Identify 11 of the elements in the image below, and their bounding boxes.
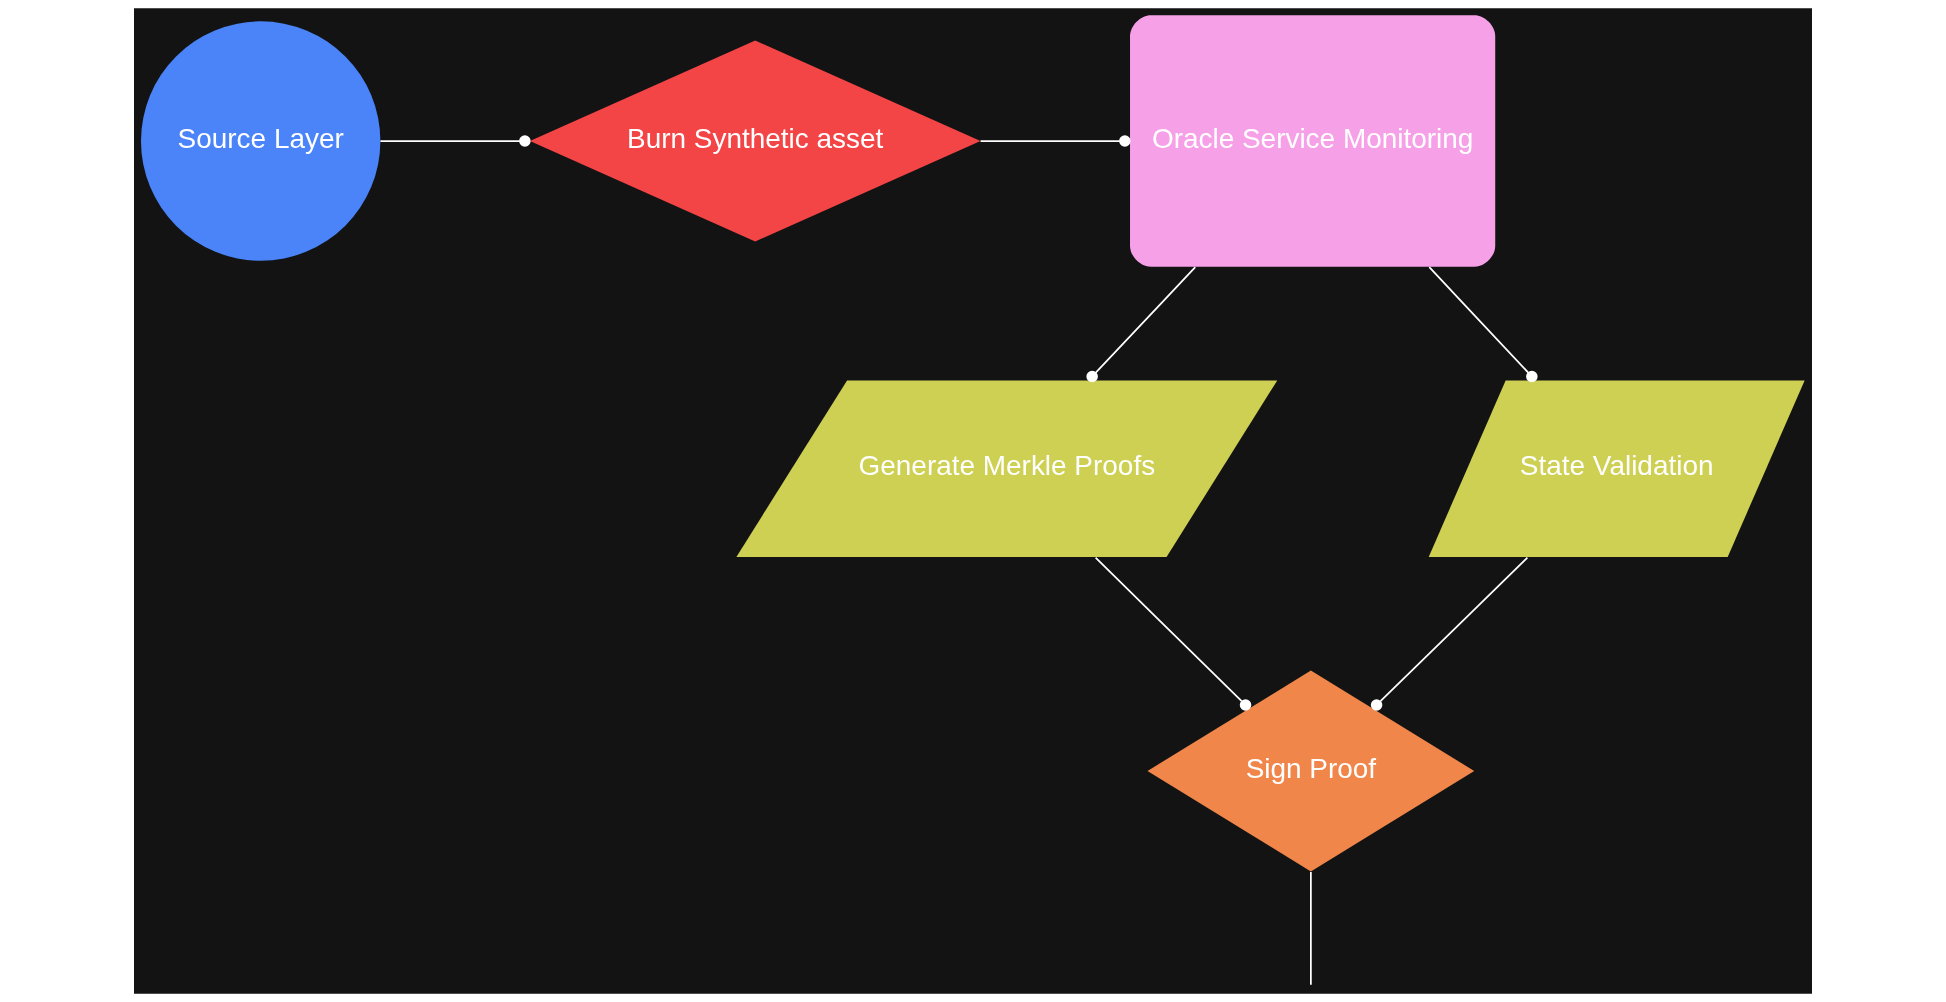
connector [379,135,531,147]
node-box: Oracle Service Monitoring [1130,15,1496,267]
connector [1094,556,1252,711]
node-circle: Source Layer [141,21,381,261]
connector [1310,871,1312,986]
connector [1370,556,1529,711]
connector [1086,266,1197,383]
connector [1428,266,1538,383]
node-diamond: Burn Synthetic asset [529,40,981,242]
node-diamond: Sign Proof [1147,670,1475,872]
connector [979,135,1131,147]
